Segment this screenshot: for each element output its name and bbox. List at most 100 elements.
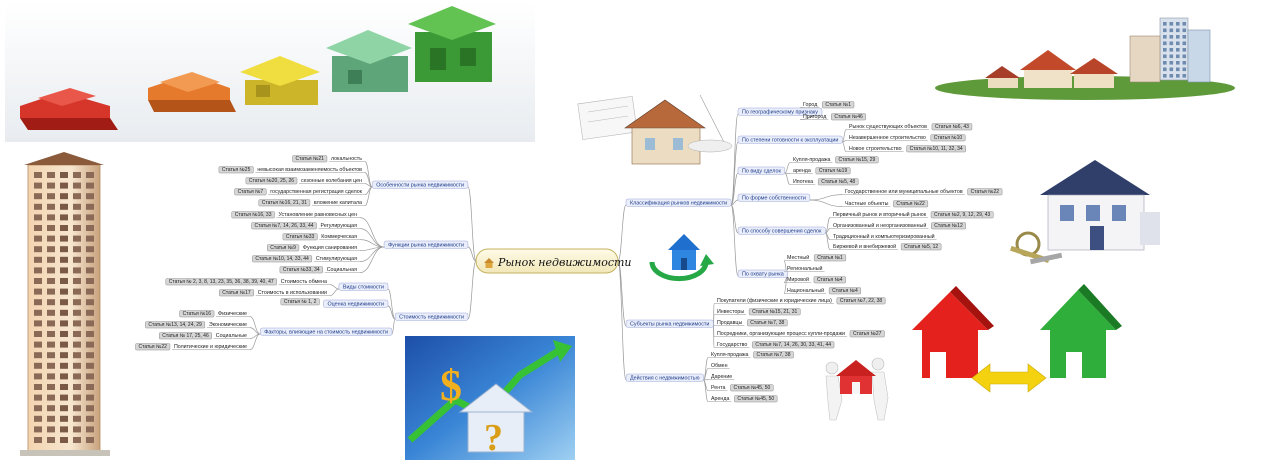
leaf-node[interactable]: Дарение — [708, 374, 735, 380]
leaf-node[interactable]: Биржевой и внебиржевой — [830, 243, 899, 250]
leaf-node[interactable]: Частные объекты — [842, 201, 891, 207]
leaf-node[interactable]: локальность — [328, 156, 365, 162]
ref-badge[interactable]: Статья №12 — [931, 222, 966, 230]
leaf-node[interactable]: Рынок существующих объектов — [846, 124, 929, 130]
leaf-node[interactable]: Аренда — [708, 396, 732, 402]
leaf-node[interactable]: Купля-продажа — [790, 157, 833, 163]
ref-badge[interactable]: Статья №22 — [135, 343, 171, 351]
leaf-node[interactable]: Национальный — [784, 287, 827, 294]
leaf-node[interactable]: Социальная — [324, 267, 360, 273]
ref-badge[interactable]: Статья №4 — [828, 287, 862, 295]
leaf-node[interactable]: аренда — [790, 168, 813, 174]
sub-category[interactable]: Виды стоимости — [338, 282, 389, 291]
leaf-node[interactable]: Физические — [216, 311, 250, 317]
leaf-node[interactable]: Обмен — [708, 363, 730, 369]
leaf-node[interactable]: Стоимость обмена — [278, 279, 330, 285]
leaf-node[interactable]: Организованный и неорганизованный — [830, 222, 929, 229]
sub-category[interactable]: По форме собственности — [737, 193, 811, 202]
leaf-node[interactable]: Регулирующая — [318, 223, 360, 229]
ref-badge[interactable]: Статья №7, 22, 38 — [836, 297, 886, 305]
ref-badge[interactable]: Статья №9 — [267, 244, 300, 252]
ref-badge[interactable]: Статья №22 — [893, 200, 929, 208]
ref-badge[interactable]: Статья №10, 14, 33, 44 — [252, 255, 313, 263]
ref-badge[interactable]: Статья №15, 21, 31 — [748, 308, 801, 316]
ref-badge[interactable]: Статья №16, 33 — [231, 211, 275, 219]
ref-badge[interactable]: Статья №15, 29 — [835, 156, 879, 164]
leaf-node[interactable]: Установление равновесных цен — [276, 212, 361, 218]
ref-badge[interactable]: Статья №16, 21, 31 — [258, 199, 311, 207]
branch-category[interactable]: Особенности рынка недвижимости — [371, 180, 469, 189]
leaf-node[interactable]: Город — [800, 102, 820, 108]
ref-badge[interactable]: Статья №7, 38 — [747, 319, 788, 327]
ref-badge[interactable]: Статья №45, 50 — [730, 384, 774, 392]
ref-badge[interactable]: Статья №1 — [813, 254, 847, 262]
sub-category[interactable]: По охвату рынка — [737, 269, 788, 278]
leaf-node[interactable]: Государство — [714, 342, 750, 348]
leaf-node[interactable]: Экономические — [206, 322, 250, 328]
leaf-node[interactable]: Посредники, организующие процесс купли-п… — [714, 331, 847, 337]
root-node[interactable]: Рынок недвижимости — [475, 248, 632, 274]
ref-badge[interactable]: Статья № 17, 25, 46 — [158, 332, 212, 340]
leaf-node[interactable]: Мировой — [784, 276, 811, 283]
ref-badge[interactable]: Статья №1 — [822, 101, 855, 109]
ref-badge[interactable]: Статья №5, 48 — [817, 178, 859, 186]
leaf-node[interactable]: Государственное или муниципальные объект… — [842, 189, 965, 195]
ref-badge[interactable]: Статья №6, 43 — [931, 123, 973, 131]
leaf-node[interactable]: Функция санирования — [300, 245, 360, 251]
branch-category[interactable]: Стоимость недвижимости — [394, 312, 469, 321]
leaf-node[interactable]: Стоимость в использовании — [255, 290, 330, 296]
leaf-node[interactable]: Инвесторы — [714, 309, 747, 315]
ref-badge[interactable]: Статья №10 — [930, 134, 966, 142]
ref-badge[interactable]: Статья №7, 14, 26, 33, 44 — [251, 222, 317, 230]
leaf-node[interactable]: Новое строительство — [846, 146, 904, 152]
ref-badge[interactable]: Статья №33 — [282, 233, 318, 241]
ref-badge[interactable]: Статья №19 — [815, 167, 851, 175]
leaf-node[interactable]: Рента — [708, 385, 728, 391]
ref-badge[interactable]: Статья №21 — [292, 155, 328, 163]
ref-badge[interactable]: Статья №7, 38 — [753, 351, 794, 359]
leaf-node[interactable]: Региональный — [784, 265, 825, 272]
sub-category[interactable]: По виду сделок — [737, 166, 786, 175]
leaf-node[interactable]: Стимулирующая — [313, 256, 360, 262]
sub-category[interactable]: Факторы, влияющие на стоимость недвижимо… — [260, 327, 393, 336]
leaf-node[interactable]: государственная регистрация сделок — [268, 189, 365, 195]
ref-badge[interactable]: Статья № 1, 2 — [280, 298, 320, 306]
leaf-node[interactable]: Пригород — [800, 114, 829, 120]
branch-category[interactable]: Функции рынка недвижимости — [383, 240, 469, 249]
leaf-node[interactable]: вложение капитала — [311, 200, 365, 206]
sub-category[interactable]: Оценка недвижимости — [323, 299, 389, 308]
sub-category[interactable]: По степени готовности к эксплуатации — [737, 135, 843, 144]
leaf-node[interactable]: Коммерческая — [319, 234, 360, 240]
leaf-node[interactable]: невысокая взаимозаменяемость объектов — [255, 167, 365, 173]
branch-category[interactable]: Классификация рынков недвижимости — [625, 198, 732, 207]
ref-badge[interactable]: Статья №45, 50 — [734, 395, 778, 403]
ref-badge[interactable]: Статья №5, 12 — [900, 243, 942, 251]
leaf-node[interactable]: Первичный рынок и вторичный рынок — [830, 211, 929, 218]
sub-category[interactable]: По географическому признаку — [737, 107, 823, 116]
ref-badge[interactable]: Статья №20, 25, 26 — [245, 177, 298, 185]
ref-badge[interactable]: Статья №33, 34 — [279, 266, 323, 274]
leaf-node[interactable]: Социальные — [213, 333, 250, 339]
ref-badge[interactable]: Статья №4 — [813, 276, 846, 284]
ref-badge[interactable]: Статья №46 — [831, 113, 867, 121]
ref-badge[interactable]: Статья №17 — [219, 289, 254, 297]
ref-badge[interactable]: Статья №16 — [179, 310, 215, 318]
leaf-node[interactable]: Купля-продажа — [708, 352, 751, 358]
ref-badge[interactable]: Статья № 2, 3, 8, 13, 23, 35, 36, 38, 39… — [165, 278, 277, 286]
leaf-node[interactable]: Политические и юридические — [171, 344, 250, 350]
leaf-node[interactable]: Традиционный и компьютеризированный — [830, 233, 937, 240]
ref-badge[interactable]: Статья №10, 11, 32, 34 — [906, 145, 966, 153]
leaf-node[interactable]: Местный — [784, 254, 812, 261]
ref-badge[interactable]: Статья №22 — [967, 188, 1003, 196]
branch-category[interactable]: Субъекты рынка недвижимости — [625, 319, 714, 328]
sub-category[interactable]: По способу совершения сделок — [737, 226, 826, 235]
leaf-node[interactable]: Продавцы — [714, 320, 745, 326]
branch-category[interactable]: Действия с недвижимостью — [625, 373, 704, 382]
ref-badge[interactable]: Статья №7, 14, 26, 30, 33, 41, 44 — [752, 341, 835, 349]
leaf-node[interactable]: сезонные колебания цен — [299, 178, 365, 184]
ref-badge[interactable]: Статья №7 — [234, 188, 267, 196]
ref-badge[interactable]: Статья №2, 9, 12, 29, 43 — [930, 211, 994, 219]
ref-badge[interactable]: Статья №25 — [218, 166, 254, 174]
ref-badge[interactable]: Статья №13, 14, 24, 29 — [145, 321, 206, 329]
leaf-node[interactable]: Ипотека — [790, 179, 816, 185]
